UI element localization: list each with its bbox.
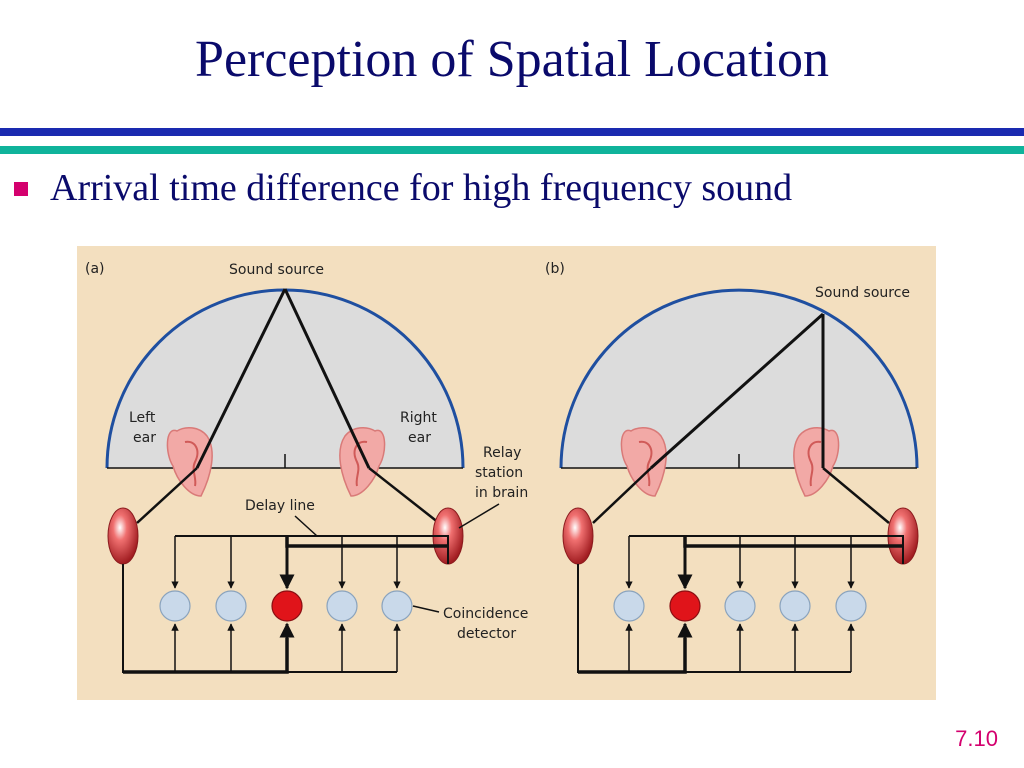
panel-a-detector-label-2: detector xyxy=(457,626,516,642)
panel-a-left-relay-station xyxy=(107,507,139,565)
panel-b-label: (b) xyxy=(545,261,565,277)
panel-b-detector-2 xyxy=(669,590,701,622)
panel-a-relay-label-3: in brain xyxy=(475,485,528,501)
panel-a-left-ear-icon xyxy=(166,426,213,497)
panel-a-detector-1 xyxy=(159,590,191,622)
panel-b-left-nerve xyxy=(592,467,652,524)
figure-svg: (a) Sound source Left ear Right ear xyxy=(77,246,936,700)
panel-a-left-ear-label-2: ear xyxy=(133,430,156,446)
bullet-square-icon xyxy=(14,182,28,196)
panel-a-top-delay-line xyxy=(175,535,449,564)
panel-b-dome-outline xyxy=(559,288,919,469)
panel-b: (b) Sound source xyxy=(545,261,919,674)
panel-a-dome xyxy=(107,290,463,468)
panel-b-sound-source-label: Sound source xyxy=(815,285,910,301)
panel-a-detector-pointer xyxy=(412,605,440,613)
panel-b-detector-5 xyxy=(835,590,867,622)
panel-a-detector-3 xyxy=(271,590,303,622)
title-rule-teal xyxy=(0,146,1024,154)
page-number: 7.10 xyxy=(955,726,998,751)
panel-a-detector-5 xyxy=(381,590,413,622)
panel-b-right-nerve xyxy=(822,467,890,524)
sound-localization-figure: (a) Sound source Left ear Right ear xyxy=(77,246,936,700)
panel-a-detectors xyxy=(159,590,413,622)
panel-a-label: (a) xyxy=(85,261,105,277)
panel-b-detector-1 xyxy=(613,590,645,622)
panel-a-relay-label-1: Relay xyxy=(483,445,521,461)
panel-a-right-ear-label-2: ear xyxy=(408,430,431,446)
panel-a-detector-label-1: Coincidence xyxy=(443,606,528,622)
panel-a-detector-4 xyxy=(326,590,358,622)
panel-a-relay-label-2: station xyxy=(475,465,523,481)
panel-a-right-ear-label-1: Right xyxy=(400,410,437,426)
panel-b-detector-4 xyxy=(779,590,811,622)
panel-a-left-nerve xyxy=(136,467,198,524)
panel-a-delay-pointer xyxy=(294,515,318,537)
slide-title: Perception of Spatial Location xyxy=(195,31,829,88)
panel-b-right-ear-icon xyxy=(793,426,840,497)
panel-b-dome xyxy=(561,290,917,468)
panel-b-path-to-left-ear xyxy=(649,312,825,470)
panel-b-detector-3 xyxy=(724,590,756,622)
panel-b-detectors xyxy=(613,590,867,622)
title-rule-blue xyxy=(0,128,1024,136)
panel-a-relay-pointer xyxy=(458,503,500,529)
panel-a-path-to-left-ear xyxy=(195,288,287,469)
panel-a-delay-line-label: Delay line xyxy=(245,498,315,514)
panel-a: (a) Sound source Left ear Right ear xyxy=(85,261,528,674)
panel-a-path-to-right-ear xyxy=(283,288,371,469)
panel-b-left-ear-icon xyxy=(620,426,667,497)
panel-b-top-delay-line xyxy=(629,535,904,564)
panel-a-detector-2 xyxy=(215,590,247,622)
panel-a-left-ear-label-1: Left xyxy=(129,410,156,426)
bullet-text: Arrival time difference for high frequen… xyxy=(50,167,793,209)
panel-a-sound-source-label: Sound source xyxy=(229,262,324,278)
panel-b-left-relay-station xyxy=(562,507,594,565)
panel-a-right-nerve xyxy=(368,467,440,524)
